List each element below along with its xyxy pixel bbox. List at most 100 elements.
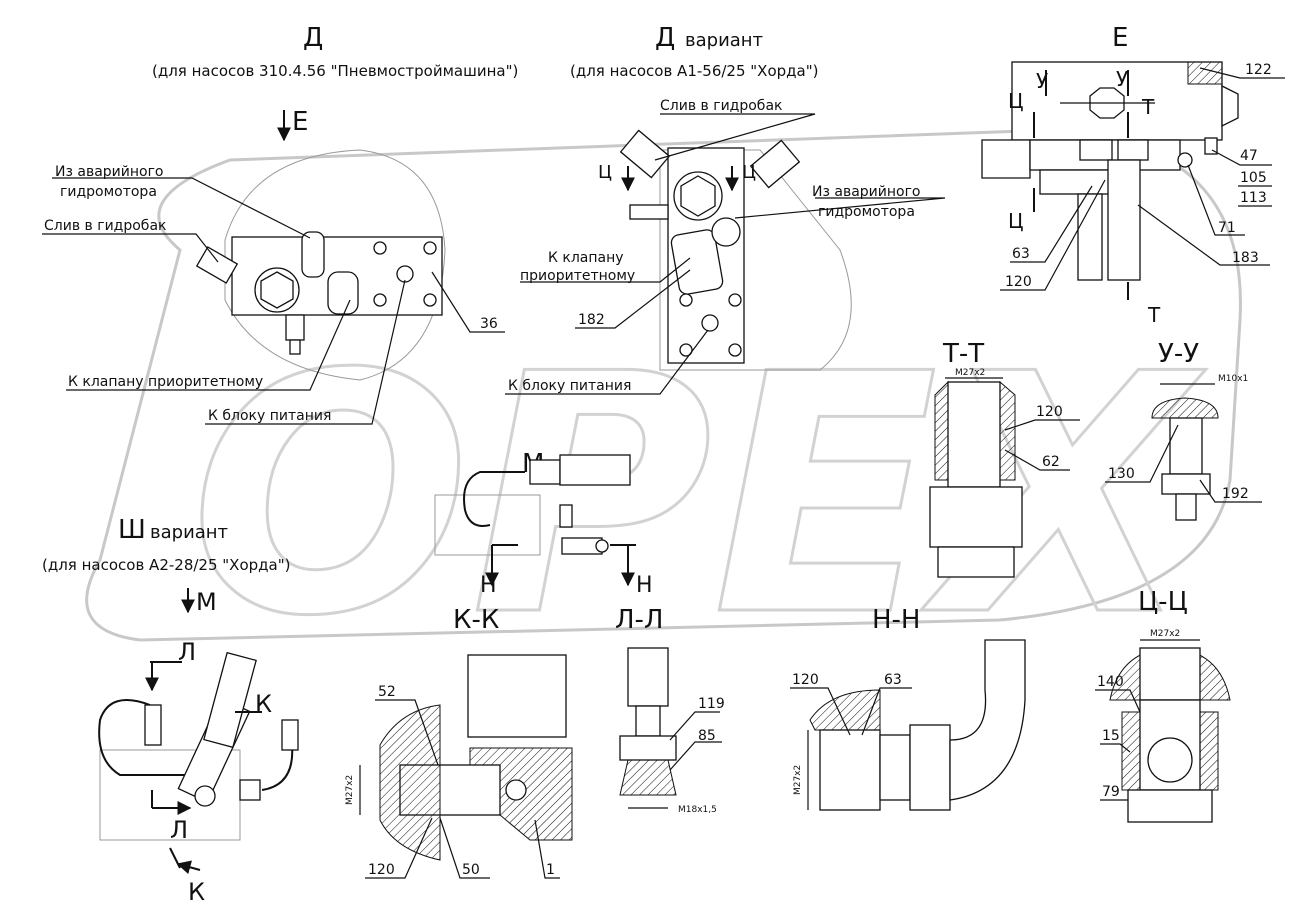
view-m-hose — [559, 454, 631, 486]
section-ll: Л-Л М18х1,5 119 85 — [615, 605, 725, 815]
view-e-leader-47 — [1211, 149, 1272, 166]
view-d-label-power: К блоку питания — [208, 408, 331, 424]
section-kk-leader-1 — [534, 819, 560, 879]
callout-119: 119 — [698, 696, 725, 712]
view-m-n-left: Н — [480, 573, 497, 598]
view-sh-small-fitting — [281, 719, 299, 751]
section-nn-housing — [809, 689, 881, 731]
callout-183: 183 — [1232, 250, 1259, 266]
view-m-elbow — [529, 459, 561, 485]
view-d-leader-power — [205, 279, 406, 425]
section-cc: Ц-Ц М27х2 140 15 79 — [1095, 587, 1231, 823]
view-e-c-top-label: Ц — [1008, 89, 1024, 113]
callout-120-tt: 120 — [1036, 404, 1063, 420]
view-sh-hose — [203, 651, 257, 749]
view-m-nipple — [595, 539, 609, 553]
callout-79: 79 — [1102, 784, 1120, 800]
view-d-variant-leader-182 — [575, 269, 691, 329]
section-nn-leader-120 — [790, 687, 851, 736]
section-tt: Т-Т М27х2 120 62 — [929, 339, 1080, 578]
view-d-variant-priority-port — [670, 229, 724, 295]
view-d-variant-bolt-2 — [728, 293, 742, 307]
view-d-variant-leader-emergency — [734, 197, 946, 219]
view-d-leader-priority — [66, 299, 351, 391]
section-uu-leader-192 — [1199, 479, 1262, 503]
view-d-variant-label-priority-1: К клапану — [548, 250, 624, 266]
section-uu-cap — [1151, 397, 1219, 419]
section-ll-leader-119 — [669, 711, 720, 741]
view-d-variant-housing — [659, 149, 852, 371]
callout-50: 50 — [462, 862, 480, 878]
view-m-tube — [463, 471, 525, 527]
section-cc-ball — [1147, 737, 1193, 783]
section-cc-title: Ц-Ц — [1138, 587, 1188, 617]
view-e-leader-71 — [1187, 164, 1245, 236]
view-e-leader-122 — [1199, 67, 1285, 79]
view-d-bolt-4 — [423, 293, 437, 307]
callout-1: 1 — [546, 862, 555, 878]
section-uu-body — [1169, 417, 1203, 475]
section-ll-body — [619, 759, 677, 796]
section-cc-thread: М27х2 — [1150, 629, 1180, 639]
view-d-title: Д — [303, 23, 323, 53]
view-e-c-bottom-label: Ц — [1008, 209, 1024, 233]
section-kk-thread: М27х2 — [345, 775, 355, 805]
view-d-port-top — [301, 231, 325, 278]
section-nn-fitting — [819, 729, 881, 811]
section-kk-leader-120 — [365, 817, 433, 879]
view-d-label-emergency-1: Из аварийного — [55, 164, 164, 180]
section-tt-title: Т-Т — [942, 339, 984, 369]
section-kk-hose-body — [467, 654, 567, 738]
section-cc-leader-15 — [1100, 743, 1131, 753]
view-d-variant-side-fitting — [629, 204, 669, 220]
view-m: М Н Н — [434, 449, 653, 598]
callout-36: 36 — [480, 316, 498, 332]
view-sh-l-top: Л — [178, 638, 196, 666]
callout-120-e: 120 — [1005, 274, 1032, 290]
callout-15: 15 — [1102, 728, 1120, 744]
view-e-t-bottom-label: Т — [1147, 303, 1161, 327]
view-e-nut-2 — [1117, 139, 1149, 161]
view-sh-tube-fitting — [144, 704, 162, 746]
view-sh-banjo — [194, 785, 216, 807]
view-d: Д (для насосов 310.4.56 "Пневмостроймаши… — [42, 23, 518, 425]
view-sh-k-arrow-bottom — [176, 860, 201, 875]
view-e-leader-120 — [1000, 179, 1106, 291]
view-d-variant-leader-drain — [654, 113, 816, 161]
view-m-fitting-1 — [559, 504, 573, 528]
view-sh-arrow-m-label: М — [196, 588, 217, 616]
callout-122: 122 — [1245, 62, 1272, 78]
section-nn-nut — [909, 724, 951, 811]
view-d-bolt-1 — [373, 241, 387, 255]
view-d-variant-power-port — [701, 314, 719, 332]
section-cc-left-wall — [1121, 711, 1141, 791]
section-cc-plug — [1127, 789, 1213, 823]
view-d-pump-housing — [224, 149, 446, 381]
section-ll-thread: М18х1,5 — [678, 805, 717, 815]
section-cc-leader-140 — [1095, 689, 1141, 713]
section-kk-leader-50 — [439, 817, 490, 879]
view-d-bolt-3 — [373, 293, 387, 307]
section-uu-leader-130 — [1105, 424, 1179, 483]
view-d-variant-bolt-1 — [679, 293, 693, 307]
section-uu-tip — [1175, 493, 1197, 521]
view-sh-k-bottom: К — [188, 878, 205, 906]
view-e: Е У У Ц Т Ц Т 122 47 105 113 — [981, 23, 1285, 327]
callout-140: 140 — [1097, 674, 1124, 690]
view-m-housing — [434, 494, 541, 556]
watermark-ring — [85, 128, 1242, 642]
callout-85: 85 — [698, 728, 716, 744]
view-d-leader-36 — [431, 271, 505, 333]
view-d-variant-title: Д — [655, 23, 675, 53]
section-ll-hose — [627, 647, 669, 707]
section-kk: К-К М27х2 52 120 50 1 — [345, 605, 573, 879]
section-kk-leader-52 — [375, 699, 439, 766]
section-ll-nut — [619, 735, 677, 761]
view-d-variant-label-emergency-2: гидромотора — [818, 204, 915, 220]
watermark: OPEX — [85, 128, 1242, 690]
view-e-small-nut — [1177, 152, 1193, 168]
view-e-bolt-47 — [1204, 137, 1218, 155]
view-sh-subtitle: (для насосов А2-28/25 "Хорда") — [42, 556, 290, 574]
